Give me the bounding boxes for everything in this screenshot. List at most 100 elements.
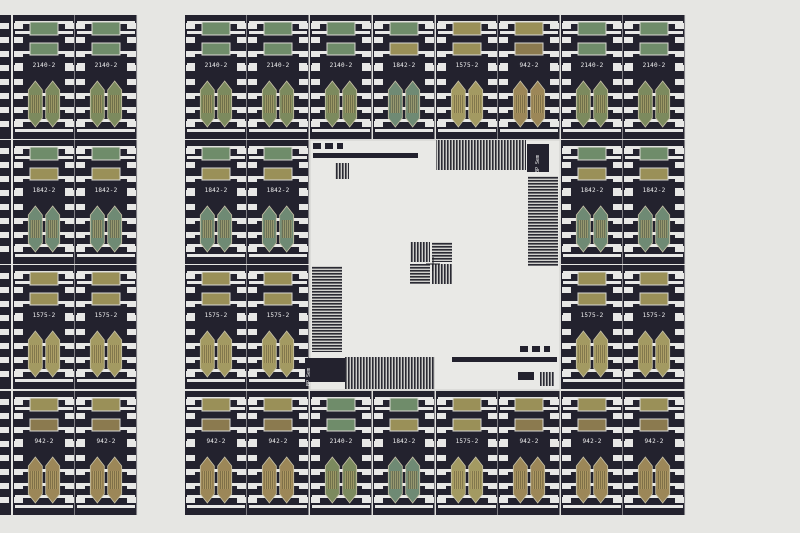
thin-film-top — [577, 397, 607, 412]
side-pad — [613, 37, 622, 43]
side-pad — [550, 51, 559, 57]
side-pad — [675, 455, 684, 461]
die — [247, 140, 310, 264]
resonator-fingers — [30, 95, 41, 113]
bus-line — [77, 119, 135, 122]
side-pad — [65, 37, 74, 43]
thin-film-top — [326, 397, 356, 412]
side-pad — [299, 441, 308, 447]
bus-line — [77, 505, 135, 508]
side-pad — [499, 79, 508, 85]
resonator-fingers — [640, 95, 651, 113]
resonator-fingers — [515, 95, 526, 113]
resonator-fingers — [92, 220, 103, 238]
side-pad — [624, 455, 633, 461]
side-pad — [127, 37, 136, 43]
gutter — [434, 15, 436, 139]
gutter — [559, 391, 561, 515]
side-pad — [65, 469, 74, 475]
side-pad — [186, 483, 195, 489]
side-pad — [437, 37, 446, 43]
side-pad — [499, 65, 508, 71]
thin-film-mid — [29, 42, 59, 56]
bus-line — [563, 343, 621, 346]
side-pad — [550, 37, 559, 43]
bus-line — [563, 244, 621, 247]
die-label: 1842-2 — [642, 187, 666, 194]
side-pad — [624, 427, 633, 433]
bus-line — [15, 254, 73, 257]
bus-line — [500, 495, 558, 498]
side-pad — [76, 441, 85, 447]
bus-line — [77, 93, 135, 96]
die-body — [623, 391, 685, 515]
grating-block — [432, 264, 452, 284]
side-pad — [237, 51, 246, 57]
side-pad — [65, 357, 74, 363]
side-pad — [374, 399, 383, 405]
side-pad — [0, 315, 9, 321]
side-pad — [488, 483, 497, 489]
side-pad — [248, 427, 257, 433]
bus-line — [563, 495, 621, 498]
die — [373, 15, 436, 139]
thin-film-top — [263, 271, 293, 286]
side-pad — [127, 218, 136, 224]
bus-line — [187, 232, 245, 235]
side-pad — [76, 301, 85, 307]
partial-die — [0, 15, 11, 139]
side-pad — [0, 483, 9, 489]
thin-film-mid — [29, 418, 59, 432]
side-pad — [374, 469, 383, 475]
side-pad — [65, 497, 74, 503]
die — [498, 391, 561, 515]
side-pad — [248, 232, 257, 238]
bus-line — [563, 254, 621, 257]
side-pad — [76, 65, 85, 71]
side-pad — [65, 315, 74, 321]
side-pad — [65, 107, 74, 113]
side-pad — [488, 37, 497, 43]
bus-line — [77, 244, 135, 247]
side-pad — [237, 287, 246, 293]
thin-film-mid — [91, 42, 121, 56]
side-pad — [127, 190, 136, 196]
side-pad — [14, 23, 23, 29]
side-pad — [127, 232, 136, 238]
side-pad — [127, 357, 136, 363]
die-body — [561, 15, 623, 139]
side-pad — [237, 413, 246, 419]
side-pad — [237, 37, 246, 43]
side-pad — [127, 301, 136, 307]
thin-film-top — [639, 397, 669, 412]
label-strip — [23, 437, 65, 445]
die-label: 1842-2 — [392, 62, 416, 69]
resonator-fingers — [344, 471, 355, 489]
side-pad — [14, 218, 23, 224]
bus-line — [187, 343, 245, 346]
thin-film-top — [452, 21, 482, 36]
side-pad — [613, 315, 622, 321]
side-pad — [624, 329, 633, 335]
side-pad — [76, 79, 85, 85]
side-pad — [14, 483, 23, 489]
side-pad — [237, 162, 246, 168]
side-pad — [237, 65, 246, 71]
side-pad — [562, 79, 571, 85]
resonator-fingers — [92, 95, 103, 113]
side-pad — [14, 399, 23, 405]
side-pad — [14, 204, 23, 210]
side-pad — [76, 246, 85, 252]
side-pad — [14, 51, 23, 57]
side-pad — [613, 65, 622, 71]
side-pad — [675, 232, 684, 238]
side-pad — [14, 455, 23, 461]
thin-film-mid — [514, 418, 544, 432]
side-pad — [675, 413, 684, 419]
align-mark — [518, 372, 534, 380]
side-pad — [562, 399, 571, 405]
resonator-fingers — [281, 345, 292, 363]
bus-line — [500, 469, 558, 472]
label-strip — [633, 186, 675, 194]
side-pad — [248, 315, 257, 321]
